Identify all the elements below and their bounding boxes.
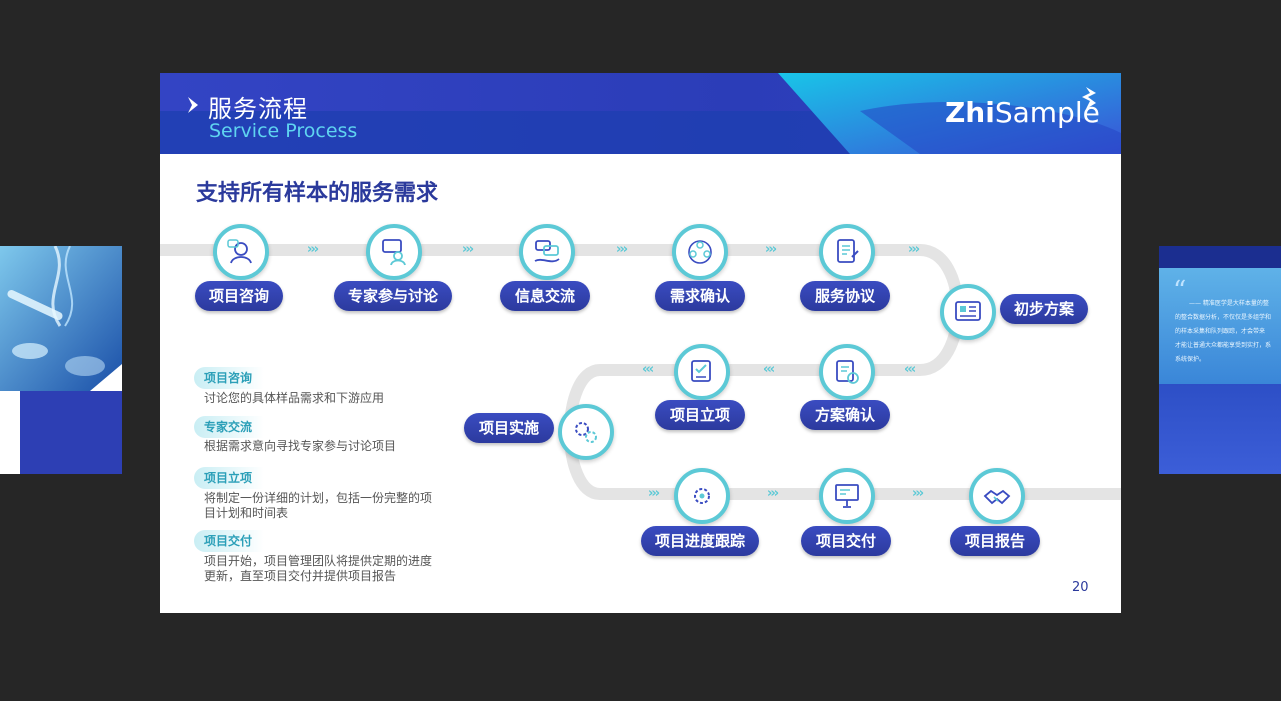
consult-icon[interactable]: [213, 224, 269, 280]
network-icon[interactable]: [672, 224, 728, 280]
flow-arrow: ‹‹‹: [642, 362, 654, 377]
flow-arrow: ‹‹‹: [763, 362, 775, 377]
flow-arrow: ›››: [765, 242, 777, 257]
chat-icon[interactable]: [519, 224, 575, 280]
thumb-image-panel: [1159, 384, 1281, 474]
thumb-quote-panel: [1159, 268, 1281, 384]
flow-track: [160, 244, 1121, 500]
note-tag: 项目咨询: [194, 367, 265, 389]
logo-rest: Sample: [994, 96, 1100, 129]
quote-icon: “: [1173, 276, 1187, 306]
thumb-line-3: 的样本采集和队列跟踪，才会带来: [1175, 328, 1266, 335]
flow-arrow: ›››: [912, 486, 924, 501]
step-label[interactable]: 信息交流: [500, 281, 590, 311]
next-slide-thumbnail[interactable]: “ —— 精准医学是大样本量的整 的整合数据分析，不仅仅是多组学和 的样本采集和…: [1159, 246, 1281, 474]
page-title: 服务流程: [208, 95, 308, 123]
document-icon[interactable]: [819, 224, 875, 280]
thumb-line-5: 系统保护。: [1175, 356, 1206, 363]
flow-arrow: ›››: [616, 242, 628, 257]
step-label[interactable]: 方案确认: [800, 400, 890, 430]
note-tag: 专家交流: [194, 416, 265, 438]
presentation-icon[interactable]: [819, 468, 875, 524]
expert-icon[interactable]: [366, 224, 422, 280]
step-label[interactable]: 初步方案: [1000, 294, 1088, 324]
page-subtitle: Service Process: [209, 120, 358, 142]
thumb-header-bar: [1159, 246, 1281, 268]
page-number: 20: [1072, 580, 1089, 595]
note-tag: 项目交付: [194, 530, 265, 552]
note-text: 将制定一份详细的计划，包括一份完整的项目计划和时间表: [204, 491, 433, 520]
step-label[interactable]: 项目立项: [655, 400, 745, 430]
step-label[interactable]: 项目进度跟踪: [641, 526, 759, 556]
note-text: 项目开始，项目管理团队将提供定期的进度更新，直至项目交付并提供项目报告: [204, 554, 433, 583]
step-label[interactable]: 专家参与讨论: [334, 281, 452, 311]
flow-arrow: ›››: [908, 242, 920, 257]
thumb-line-4: 才能让普通大众都能享受到实打，系: [1175, 342, 1272, 349]
note-text: 讨论您的具体样品需求和下游应用: [204, 391, 385, 405]
thumb-line-1: —— 精准医学是大样本量的整: [1189, 300, 1269, 307]
note-text: 根据需求意向寻找专家参与讨论项目: [204, 439, 397, 453]
plan-check-icon[interactable]: [819, 344, 875, 400]
flow-arrow: ›››: [307, 242, 319, 257]
section-headline: 支持所有样本的服务需求: [196, 181, 439, 206]
header-banner: [160, 73, 1121, 154]
step-label[interactable]: 项目报告: [950, 526, 1040, 556]
step-label[interactable]: 项目交付: [801, 526, 891, 556]
flow-arrow: ›››: [648, 486, 660, 501]
dashboard-icon[interactable]: [940, 284, 996, 340]
current-slide: 服务流程 Service Process ZhiSample 支持所有样本的服务…: [160, 73, 1121, 613]
logo-bold: Zhi: [945, 96, 995, 129]
lab-image: [0, 246, 122, 474]
note-tag: 项目立项: [194, 467, 265, 489]
gears-icon[interactable]: [558, 404, 614, 460]
brand-logo: ZhiSample: [945, 96, 1100, 129]
checklist-icon[interactable]: [674, 344, 730, 400]
flow-arrow: ›››: [462, 242, 474, 257]
prev-slide-thumbnail[interactable]: [0, 246, 122, 474]
handshake-icon[interactable]: [969, 468, 1025, 524]
step-label[interactable]: 项目咨询: [195, 281, 283, 311]
step-label[interactable]: 服务协议: [800, 281, 890, 311]
step-label[interactable]: 需求确认: [655, 281, 745, 311]
flow-arrow: ›››: [767, 486, 779, 501]
tracking-icon[interactable]: [674, 468, 730, 524]
flow-arrow: ‹‹‹: [904, 362, 916, 377]
thumb-line-2: 的整合数据分析，不仅仅是多组学和: [1175, 314, 1272, 321]
step-label[interactable]: 项目实施: [464, 413, 554, 443]
